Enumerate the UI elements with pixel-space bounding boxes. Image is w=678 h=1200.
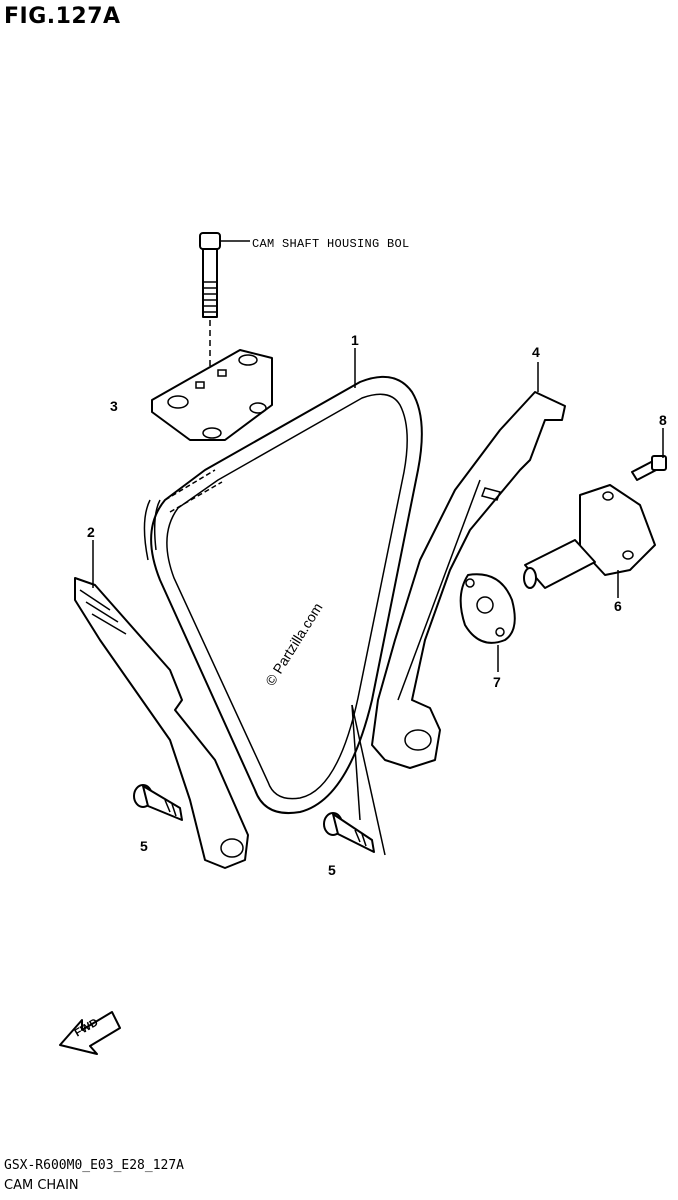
tensioner-guide [74, 577, 249, 869]
cam-shaft-bolt-label: CAM SHAFT HOUSING BOL [252, 237, 410, 251]
callout-3: 3 [110, 398, 118, 414]
callout-4: 4 [532, 344, 540, 360]
callout-6: 6 [614, 598, 622, 614]
housing-bracket [151, 349, 273, 441]
callout-leaders [92, 348, 664, 672]
callout-5-left: 5 [140, 838, 148, 854]
callout-1: 1 [351, 332, 359, 348]
figure-title: FIG.127A [4, 4, 121, 29]
figure-name: CAM CHAIN [4, 1178, 79, 1193]
tensioner-gasket [459, 573, 516, 644]
callout-8: 8 [659, 412, 667, 428]
adjuster-bolt [631, 455, 667, 481]
chain-guide [371, 391, 566, 769]
callout-2: 2 [87, 524, 95, 540]
figure-code: GSX-R600M0_E03_E28_127A [4, 1158, 185, 1173]
fwd-arrow-icon [59, 1011, 121, 1055]
callout-5-right: 5 [328, 862, 336, 878]
callout-7: 7 [493, 674, 501, 690]
guide-bolt-right [323, 812, 375, 853]
cam-chain [143, 375, 423, 814]
tensioner-adjuster [523, 484, 656, 589]
guide-bolt-left [133, 784, 183, 821]
